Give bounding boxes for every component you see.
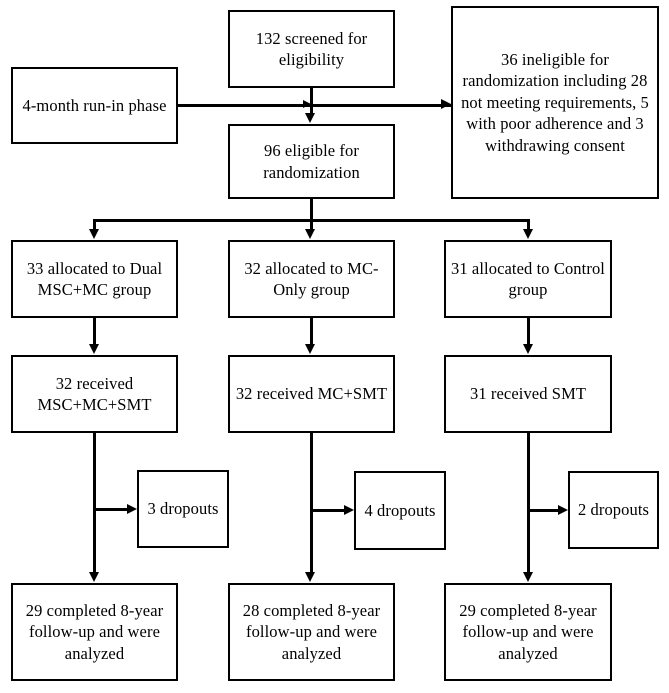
connector-bus-to-allocated-mc-only	[310, 219, 313, 231]
connector-dropouts-branch-control	[527, 509, 560, 512]
node-completed-mc-only-label: 28 completed 8-year follow-up and were a…	[242, 600, 381, 663]
connector-screened-to-eligible	[310, 88, 313, 114]
connector-bus-to-allocated-dual	[93, 219, 96, 231]
node-dropouts-mc-only: 4 dropouts	[354, 471, 446, 550]
node-received-mc-only-label: 32 received MC+SMT	[235, 384, 388, 404]
arrowhead-allocated-to-received-control	[523, 344, 533, 354]
connector-bus-to-allocated-control	[527, 219, 530, 231]
arrowhead-dropouts-branch-mc-only	[344, 505, 354, 515]
node-completed-mc-only: 28 completed 8-year follow-up and were a…	[228, 583, 395, 681]
arrowhead-received-to-completed-control	[523, 572, 533, 582]
connector-runin-to-ineligible	[178, 104, 451, 107]
node-allocated-dual: 33 allocated to Dual MSC+MC group	[11, 240, 178, 318]
node-received-control: 31 received SMT	[444, 355, 612, 433]
arrowhead-allocated-to-received-dual	[89, 344, 99, 354]
node-allocated-mc-only: 32 allocated to MC-Only group	[228, 240, 395, 318]
arrowhead-bus-to-allocated-dual	[89, 229, 99, 239]
connector-received-to-completed-dual	[93, 433, 96, 573]
arrowhead-received-to-completed-mc-only	[305, 572, 315, 582]
arrowhead-allocated-to-received-mc-only	[305, 344, 315, 354]
connector-allocated-to-received-mc-only	[310, 318, 313, 345]
arrowhead-runin-to-ineligible	[441, 99, 451, 109]
node-completed-control-label: 29 completed 8-year follow-up and were a…	[459, 600, 597, 663]
connector-allocated-to-received-dual	[93, 318, 96, 345]
node-completed-dual: 29 completed 8-year follow-up and were a…	[11, 583, 178, 681]
node-ineligible: 36 ineligible for randomization includin…	[451, 6, 659, 199]
node-screened: 132 screened for eligibility	[228, 10, 395, 88]
arrowhead-bus-to-allocated-mc-only	[305, 229, 315, 239]
node-eligible: 96 eligible for randomization	[228, 124, 395, 199]
connector-received-to-completed-mc-only	[310, 433, 313, 573]
node-dropouts-dual-label: 3 dropouts	[147, 499, 219, 519]
node-dropouts-control: 2 dropouts	[568, 471, 659, 549]
node-allocated-mc-only-label: 32 allocated to MC-Only group	[244, 258, 379, 299]
arrowhead-dropouts-branch-dual	[127, 504, 137, 514]
connector-allocated-to-received-control	[527, 318, 530, 345]
connector-dropouts-branch-mc-only	[310, 509, 346, 512]
node-allocated-dual-label: 33 allocated to Dual MSC+MC group	[26, 258, 163, 299]
node-screened-label: 132 screened for eligibility	[255, 28, 368, 69]
node-received-control-label: 31 received SMT	[469, 384, 587, 404]
node-completed-control: 29 completed 8-year follow-up and were a…	[444, 583, 612, 681]
node-received-mc-only: 32 received MC+SMT	[228, 355, 395, 433]
node-eligible-label: 96 eligible for randomization	[263, 141, 360, 182]
connector-eligible-to-bus	[310, 199, 313, 221]
arrowhead-runin-crossing-trunk	[303, 100, 311, 108]
connector-dropouts-branch-dual	[93, 508, 129, 511]
node-completed-dual-label: 29 completed 8-year follow-up and were a…	[25, 600, 164, 663]
connector-received-to-completed-control	[527, 433, 530, 573]
node-received-dual-label: 32 received MSC+MC+SMT	[37, 373, 152, 414]
node-run-in-phase-label: 4-month run-in phase	[22, 95, 167, 115]
node-allocated-control: 31 allocated to Control group	[444, 240, 612, 318]
node-allocated-control-label: 31 allocated to Control group	[451, 258, 605, 299]
node-dropouts-control-label: 2 dropouts	[577, 500, 650, 520]
arrowhead-bus-to-allocated-control	[523, 229, 533, 239]
arrowhead-dropouts-branch-control	[558, 505, 568, 515]
node-dropouts-dual: 3 dropouts	[137, 470, 229, 548]
arrowhead-received-to-completed-dual	[89, 572, 99, 582]
node-dropouts-mc-only-label: 4 dropouts	[364, 500, 436, 520]
node-received-dual: 32 received MSC+MC+SMT	[11, 355, 178, 433]
node-run-in-phase: 4-month run-in phase	[11, 67, 178, 144]
arrowhead-screened-to-eligible	[305, 113, 315, 123]
node-ineligible-label: 36 ineligible for randomization includin…	[461, 49, 649, 155]
